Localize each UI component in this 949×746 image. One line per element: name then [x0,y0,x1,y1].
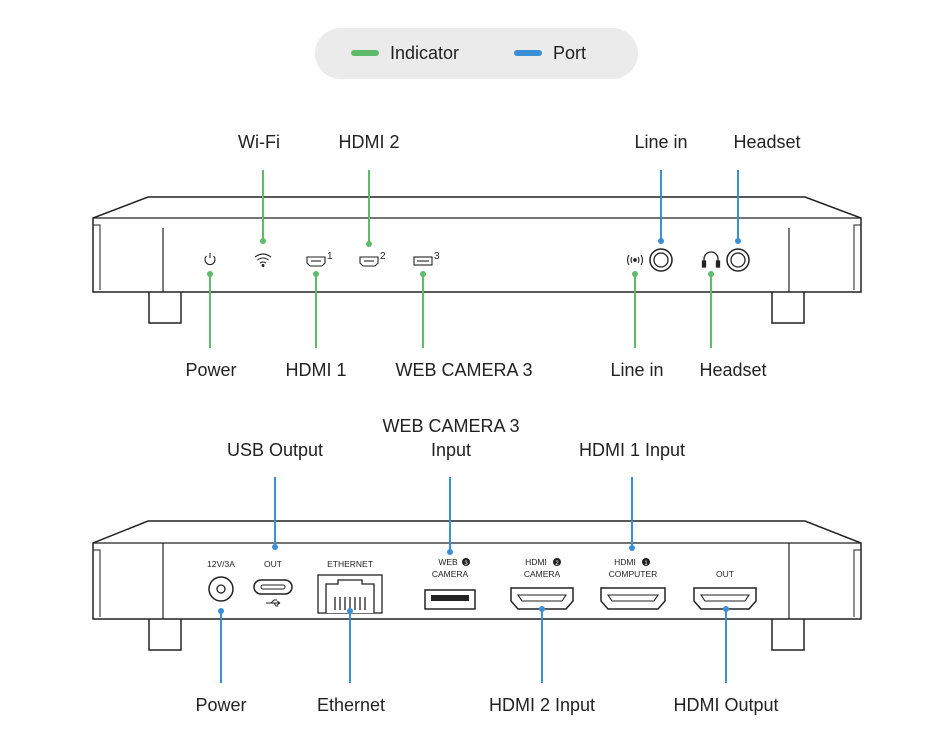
line-in-icon [626,254,644,266]
webcam3-input-line1: WEB CAMERA 3 [382,416,520,436]
front-hdmi2-label: HDMI 2 [338,132,400,152]
power-port [208,576,234,602]
rear-right-foot [771,616,805,651]
hdmi1-port [600,587,666,610]
power-dot [207,271,213,277]
rear-power-label: Power [195,695,247,715]
line-in-jack [649,248,673,272]
front-callouts [207,170,741,348]
front-device: 1 2 3 [92,196,862,324]
legend: Indicator Port [315,28,638,79]
rear-device: 12V/3A OUT ETHERNET WEB [92,520,862,651]
webcam3-input-dot [447,549,453,555]
front-left-foot [148,289,182,324]
hdmi2-num-badge [553,558,561,566]
line-in-indicator-dot [632,271,638,277]
usb-icon [413,256,433,266]
hdmi2-icon-number: 2 [380,251,386,262]
hdmi2-num: 2 [555,561,559,567]
front-webcam3-label: WEB CAMERA 3 [395,360,533,380]
hdmi1-computer-text: COMPUTER [609,569,658,579]
front-headset-top-label: Headset [733,132,801,152]
hdmi2-dot [366,241,372,247]
front-power-label: Power [185,360,237,380]
front-line-in-top-label: Line in [634,132,688,152]
web-num-badge [462,558,470,566]
rear-callouts [218,477,729,683]
hdmi2-camera-text: CAMERA [524,569,561,579]
hdmi1-port-text: HDMI [614,557,636,567]
rear-power-dot [218,608,224,614]
usb-symbol-icon [266,599,281,607]
rear-webcam3-input-label: WEB CAMERA 3 Input [361,414,541,462]
front-body [92,196,862,293]
hdmi1-dot [313,271,319,277]
hdmi1-icon [306,256,326,267]
rear-hdmi2-input-label: HDMI 2 Input [488,695,596,715]
usb-a-port [424,589,476,610]
front-right-foot [771,289,805,324]
rear-usb-output-label: USB Output [226,440,324,460]
wifi-dot [260,238,266,244]
front-wifi-label: Wi-Fi [238,132,280,152]
power-icon [204,253,216,266]
usb-output-dot [272,544,278,550]
front-hdmi1-label: HDMI 1 [285,360,347,380]
ethernet-port [317,574,383,614]
rear-left-foot [148,616,182,651]
hdmi2-port-text: HDMI [525,557,547,567]
hdmi-out-port [693,587,757,610]
wifi-icon [254,253,272,267]
legend-port-label: Port [553,43,587,63]
headset-icon [701,251,721,268]
web-num: 3 [464,561,468,567]
headset-jack [726,248,750,272]
hdmi1-num: 1 [644,561,648,567]
hdmi2-port [510,587,574,610]
front-line-in-bottom-label: Line in [610,360,664,380]
hdmi2-icon [359,256,379,267]
rear-ethernet-label: Ethernet [316,695,386,715]
hdmi1-num-badge [642,558,650,566]
hdmi1-icon-number: 1 [327,251,333,262]
ethernet-text: ETHERNET [327,559,373,569]
port-swatch [514,50,542,56]
ethernet-dot [347,608,353,614]
headset-port-dot [735,238,741,244]
legend-indicator-label: Indicator [390,43,460,63]
power-port-text: 12V/3A [207,559,235,569]
front-headset-bottom-label: Headset [699,360,767,380]
line-in-port-dot [658,238,664,244]
hdmi-out-text: OUT [716,569,734,579]
headset-indicator-dot [708,271,714,277]
web-camera-text: CAMERA [432,569,469,579]
usb-out-text: OUT [264,559,282,569]
hdmi1-input-dot [629,545,635,551]
hdmi-output-dot [723,606,729,612]
webcam3-dot [420,271,426,277]
hdmi2-input-dot [539,606,545,612]
rear-hdmi-output-label: HDMI Output [673,695,779,715]
webcam3-input-line2: Input [430,440,472,460]
rear-hdmi1-input-label: HDMI 1 Input [578,440,686,460]
indicator-swatch [351,50,379,56]
webcam3-icon-number: 3 [434,251,440,262]
web-port-text: WEB [438,557,458,567]
